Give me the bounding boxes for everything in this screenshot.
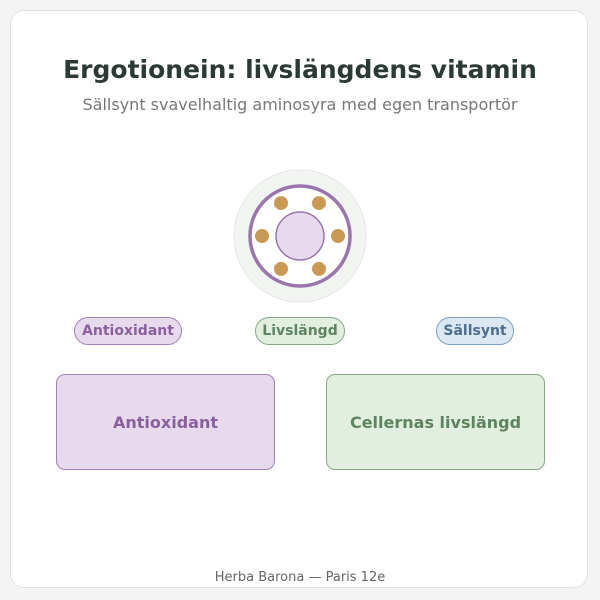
box-antioxidant: Antioxidant xyxy=(56,374,275,470)
molecule-emblem-icon xyxy=(233,169,367,303)
tag-livslangd: Livslängd xyxy=(255,317,345,345)
tag-sallsynt: Sällsynt xyxy=(436,317,514,345)
infographic-card: Ergotionein: livslängdens vitamin Sällsy… xyxy=(10,10,588,588)
emblem-dot xyxy=(331,229,345,243)
box-cell-longevity: Cellernas livslängd xyxy=(326,374,545,470)
emblem-dot xyxy=(255,229,269,243)
tag-antioxidant: Antioxidant xyxy=(74,317,182,345)
page-subtitle: Sällsynt svavelhaltig aminosyra med egen… xyxy=(82,95,518,114)
emblem-dot xyxy=(274,196,288,211)
footer-credit: Herba Barona — Paris 12e xyxy=(214,570,386,585)
page-title: Ergotionein: livslängdens vitamin xyxy=(63,55,537,84)
emblem-dot xyxy=(274,261,288,276)
emblem-dot xyxy=(312,196,326,211)
box-cell-longevity-label: Cellernas livslängd xyxy=(349,412,522,432)
emblem-dot xyxy=(312,261,326,276)
emblem-core xyxy=(275,211,325,261)
box-antioxidant-label: Antioxidant xyxy=(113,412,218,432)
